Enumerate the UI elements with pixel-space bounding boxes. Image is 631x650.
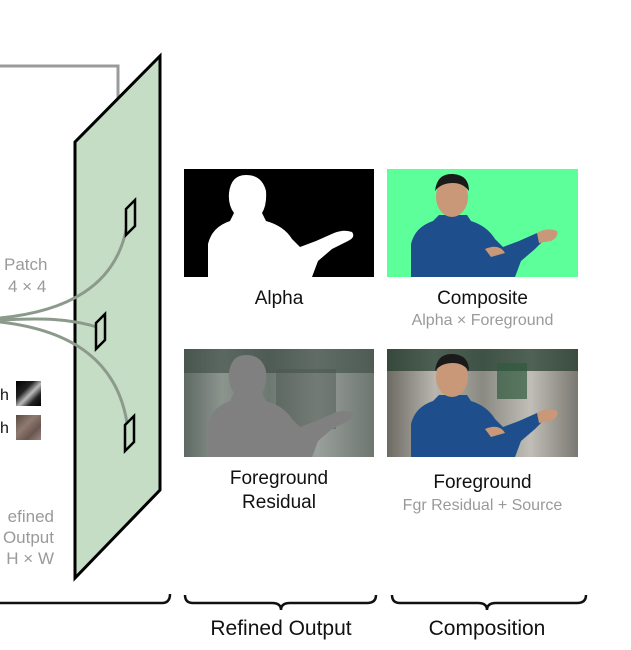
patch-marker-top — [124, 196, 137, 239]
composite-caption: Composite — [437, 288, 528, 309]
patch-marker-bottom — [123, 412, 136, 455]
legend-swatch-1 — [16, 381, 41, 406]
brace-refined-output — [183, 594, 378, 611]
composite-image — [387, 169, 578, 277]
foreground-residual-image — [184, 349, 374, 457]
foreground-residual-caption-line2: Residual — [242, 492, 316, 513]
foreground-subcaption: Fgr Residual + Source — [402, 497, 563, 514]
refined-plane — [73, 52, 162, 582]
refined-label-line3: H × W — [6, 549, 54, 568]
foreground-caption: Foreground — [433, 472, 532, 493]
patch-curve-top — [0, 217, 130, 320]
legend-swatch-2 — [16, 415, 41, 440]
group-label-refined-output: Refined Output — [210, 617, 352, 640]
patch-size-label: 4 × 4 — [8, 277, 47, 296]
legend-label-1: h — [0, 387, 9, 404]
patch-curve-middle — [0, 317, 101, 330]
brace-composition — [390, 594, 588, 611]
refined-label-line1: efined — [7, 507, 54, 526]
alpha-image — [184, 169, 374, 277]
patch-curve-bottom — [0, 320, 130, 431]
patch-title-label: Patch — [4, 255, 48, 274]
alpha-caption: Alpha — [254, 288, 304, 309]
composite-subcaption: Alpha × Foreground — [411, 312, 554, 329]
top-connector-line — [0, 64, 120, 98]
bottom-bracket-left — [0, 593, 172, 605]
refined-label-line2: Output — [2, 528, 54, 547]
patch-marker-middle — [94, 310, 107, 353]
legend-label-2: h — [0, 420, 9, 437]
foreground-image — [387, 349, 578, 457]
group-label-composition: Composition — [428, 617, 546, 640]
foreground-residual-caption-line1: Foreground — [229, 468, 329, 489]
